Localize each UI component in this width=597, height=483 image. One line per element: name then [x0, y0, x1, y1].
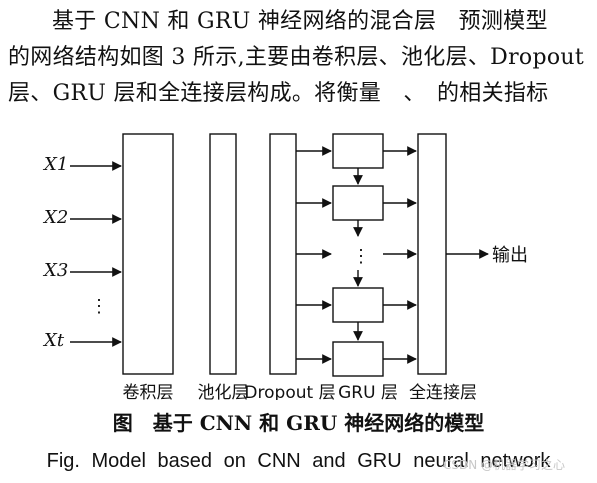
figure-caption-chinese: 图 基于 CNN 和 GRU 神经网络的模型 — [112, 411, 485, 435]
fc-layer-box — [417, 133, 447, 375]
input-arrows — [70, 161, 122, 347]
label-pool-layer: 池化层 — [198, 383, 249, 400]
input-label-xt: Xt — [42, 330, 65, 351]
gru-cell-1 — [332, 133, 384, 169]
gru-to-fc-arrows — [383, 146, 417, 364]
gru-cell-2 — [332, 185, 384, 221]
input-label-x3: X3 — [42, 260, 68, 281]
dropout-layer-box — [269, 133, 297, 375]
input-labels: X1 X2 X3 ⋮ Xt — [42, 154, 108, 351]
input-ellipsis: ⋮ — [90, 296, 108, 317]
dropout-to-gru-arrows — [296, 146, 332, 364]
pool-layer-box — [209, 133, 237, 375]
body-paragraph: 基于 CNN 和 GRU 神经网络的混合层 预测模型 的网络结构如图 3 所示,… — [8, 4, 590, 112]
conv-layer-box — [122, 133, 174, 375]
gru-ellipsis: ⋮ — [352, 246, 370, 267]
network-architecture-diagram: X1 X2 X3 ⋮ Xt ⋮ — [42, 133, 528, 400]
paragraph-line-2: 的网络结构如图 3 所示,主要由卷积层、池化层、Dropout — [8, 45, 585, 70]
input-label-x2: X2 — [42, 207, 68, 228]
paragraph-line-1: 基于 CNN 和 GRU 神经网络的混合层 预测模型 — [52, 9, 548, 34]
gru-cell-3 — [332, 287, 384, 323]
label-dropout-layer: Dropout 层 — [244, 383, 335, 400]
label-conv-layer: 卷积层 — [123, 383, 174, 400]
label-gru-layer: GRU 层 — [338, 383, 398, 400]
output-label: 输出 — [492, 245, 528, 266]
input-label-x1: X1 — [42, 154, 68, 175]
watermark: CSDN @机器学习之心 — [443, 458, 566, 472]
figure-caption-english: Fig. Model based on CNN and GRU neural n… — [46, 450, 551, 472]
label-fc-layer: 全连接层 — [409, 383, 477, 400]
gru-cell-4 — [332, 341, 384, 377]
paragraph-line-3: 层、GRU 层和全连接层构成。将衡量 、 的相关指标 — [8, 81, 549, 106]
